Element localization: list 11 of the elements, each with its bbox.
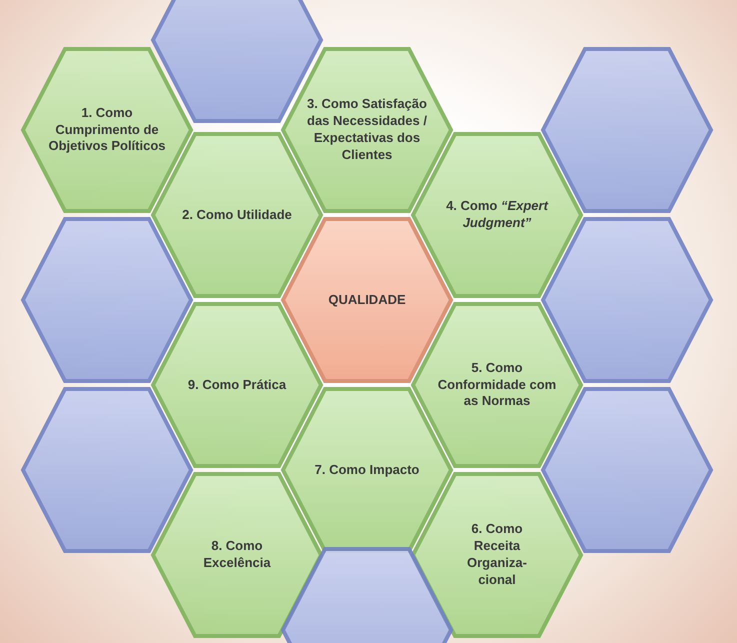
hexagon-label: 5. Como Conformidade com as Normas <box>436 360 558 410</box>
hexagon-label: 9. Como Prática <box>186 376 288 394</box>
hexagon-label: 8. Como Excelência <box>202 538 272 572</box>
hexagon-label: 4. Como “Expert Judgment” <box>445 198 550 232</box>
hexagon-label: 6. Como Receita Organiza-cional <box>466 521 528 589</box>
hexagon-label: 1. Como Cumprimento de Objetivos Políticos <box>47 104 167 156</box>
hexagon-label: 7. Como Impacto <box>314 462 420 478</box>
hexagon-label: QUALIDADE <box>327 292 407 308</box>
hexagon-label: 2. Como Utilidade <box>181 206 293 224</box>
hexagon-label: 3. Como Satisfação das Necessidades / Expectativas dos Clientes <box>306 96 428 164</box>
hexagon-tile <box>540 216 714 384</box>
